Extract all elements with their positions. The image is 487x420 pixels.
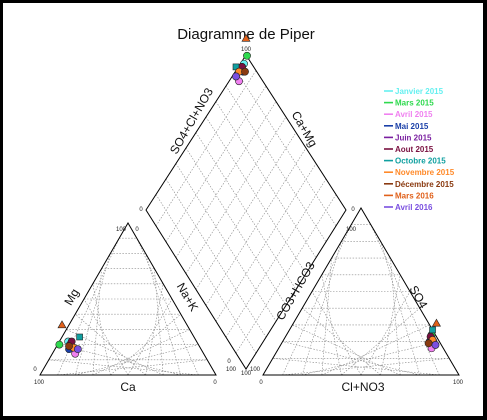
cation-tick-apex-right: 0 bbox=[135, 227, 139, 233]
grid-layer bbox=[48, 70, 450, 376]
cation-triangle-grid-line bbox=[145, 283, 164, 376]
anion-triangle-grid-line bbox=[282, 341, 420, 376]
outline-layer bbox=[39, 54, 460, 376]
cation-triangle-grid-line bbox=[83, 298, 129, 376]
anion-triangle-grid-line bbox=[380, 241, 421, 376]
diamond-tick-right: 0 bbox=[351, 207, 355, 213]
cation-tick-right-corner-a: 100 bbox=[226, 367, 237, 373]
anion-tick-bottom-left: 0 bbox=[259, 380, 263, 386]
cation-point-9 bbox=[57, 320, 67, 329]
anion-triangle-grid-line bbox=[282, 358, 450, 376]
legend-label-0: Janvier 2015 bbox=[395, 87, 444, 96]
anion-triangle-grid-line bbox=[380, 274, 401, 376]
diamond-grid-line bbox=[225, 85, 327, 242]
anion-bottom-axis-label: Cl+NO3 bbox=[341, 380, 384, 394]
cation-point-8 bbox=[65, 342, 73, 351]
anion-point-6 bbox=[429, 326, 436, 334]
legend-label-4: Juin 2015 bbox=[395, 133, 432, 142]
cation-triangle-grid-line bbox=[75, 344, 199, 376]
anion-point-9 bbox=[431, 318, 441, 327]
diamond-point-8 bbox=[241, 67, 249, 76]
anion-triangle-grid-line bbox=[302, 341, 440, 376]
diamond-grid-line bbox=[175, 101, 277, 258]
diamond-grid-line bbox=[215, 163, 317, 322]
diamond-grid-line bbox=[165, 85, 267, 242]
cation-triangle-grid-line bbox=[92, 329, 190, 376]
cation-triangle-grid-line bbox=[127, 298, 173, 376]
diamond-tick-bottom: 100 bbox=[241, 371, 252, 377]
diamond-grid-line bbox=[175, 163, 277, 322]
cation-bottom-axis-label: Ca bbox=[120, 380, 136, 394]
legend-label-8: Décembre 2015 bbox=[395, 180, 454, 189]
cation-triangle-grid-line bbox=[75, 313, 146, 376]
cation-point-1 bbox=[55, 340, 64, 349]
anion-triangle-grid-line bbox=[341, 307, 420, 376]
diamond-grid-line bbox=[205, 147, 307, 306]
diamond-grid-line bbox=[235, 70, 337, 227]
diamond-outline bbox=[145, 54, 347, 370]
cation-triangle-grid-line bbox=[136, 238, 199, 376]
anion-left-axis-label: CO3+HCO3 bbox=[273, 259, 318, 323]
cation-triangle-grid-line bbox=[110, 313, 181, 376]
legend-label-7: Novembre 2015 bbox=[395, 168, 455, 177]
anion-triangle-grid-line bbox=[360, 291, 411, 376]
anion-point-10 bbox=[431, 341, 440, 349]
diamond-grid-line bbox=[225, 178, 327, 338]
legend-label-1: Mars 2015 bbox=[395, 99, 434, 108]
diamond-grid-line bbox=[235, 194, 337, 354]
cation-triangle-grid-line bbox=[92, 283, 111, 376]
cation-tick-left-corner: 0 bbox=[33, 367, 37, 373]
legend-label-9: Mars 2016 bbox=[395, 191, 434, 200]
legend-label-10: Avril 2016 bbox=[395, 203, 433, 212]
legend-label-6: Octobre 2015 bbox=[395, 157, 446, 166]
diamond-grid-line bbox=[205, 116, 307, 274]
piper-diagram: Diagramme de Piper SO4+Cl+NO3 Ca+Mg 100 … bbox=[33, 26, 464, 394]
points-layer bbox=[55, 33, 441, 358]
cation-tick-bottom-right: 0 bbox=[213, 380, 217, 386]
anion-point-8 bbox=[424, 339, 433, 348]
legend-label-2: Avril 2015 bbox=[395, 110, 433, 119]
diamond-left-axis-label: SO4+Cl+NO3 bbox=[167, 85, 216, 156]
diamond-tick-top: 100 bbox=[241, 47, 252, 53]
diamond-point-10 bbox=[232, 72, 240, 81]
cation-tick-right-corner-b: 0 bbox=[227, 359, 231, 365]
diamond-grid-line bbox=[185, 147, 287, 306]
cation-triangle-grid-line bbox=[57, 359, 208, 376]
anion-tick-apex: 100 bbox=[346, 227, 357, 233]
anion-triangle-grid-line bbox=[390, 258, 401, 376]
anion-tick-bottom-right: 100 bbox=[453, 380, 464, 386]
cation-point-6 bbox=[76, 333, 83, 341]
anion-triangle-grid-line bbox=[282, 224, 352, 376]
cation-left-axis-label: Mg bbox=[61, 286, 81, 307]
diamond-tick-left: 0 bbox=[139, 207, 143, 213]
legend-label-3: Mai 2015 bbox=[395, 122, 429, 131]
diamond-grid-line bbox=[155, 70, 257, 227]
anion-triangle-outline bbox=[262, 207, 460, 376]
anion-triangle-grid-line bbox=[292, 324, 401, 376]
diamond-grid-line bbox=[215, 101, 317, 258]
anion-triangle-grid-line bbox=[272, 358, 440, 376]
diamond-grid-line bbox=[195, 132, 297, 290]
anion-triangle-grid-line bbox=[302, 307, 381, 376]
cation-triangle-outline bbox=[39, 222, 217, 376]
cation-tick-bottom-left: 100 bbox=[34, 380, 45, 386]
diamond-point-9 bbox=[241, 33, 251, 42]
anion-tick-left-corner: 100 bbox=[250, 367, 261, 373]
diamond-grid-line bbox=[185, 116, 287, 274]
cation-triangle-grid-line bbox=[48, 359, 199, 376]
anion-right-axis-label: SO4 bbox=[406, 283, 430, 311]
anion-triangle-grid-line bbox=[311, 291, 362, 376]
cation-triangle-grid-line bbox=[145, 253, 182, 376]
cation-tick-apex: 100 bbox=[116, 227, 127, 233]
legend-label-5: Aout 2015 bbox=[395, 145, 434, 154]
anion-triangle-grid-line bbox=[321, 258, 332, 376]
anion-triangle-grid-line bbox=[370, 224, 440, 376]
diamond-point-1 bbox=[243, 51, 251, 60]
anion-triangle-grid-line bbox=[321, 324, 430, 376]
cation-point-10 bbox=[73, 345, 82, 354]
anion-triangle-grid-line bbox=[301, 241, 342, 376]
